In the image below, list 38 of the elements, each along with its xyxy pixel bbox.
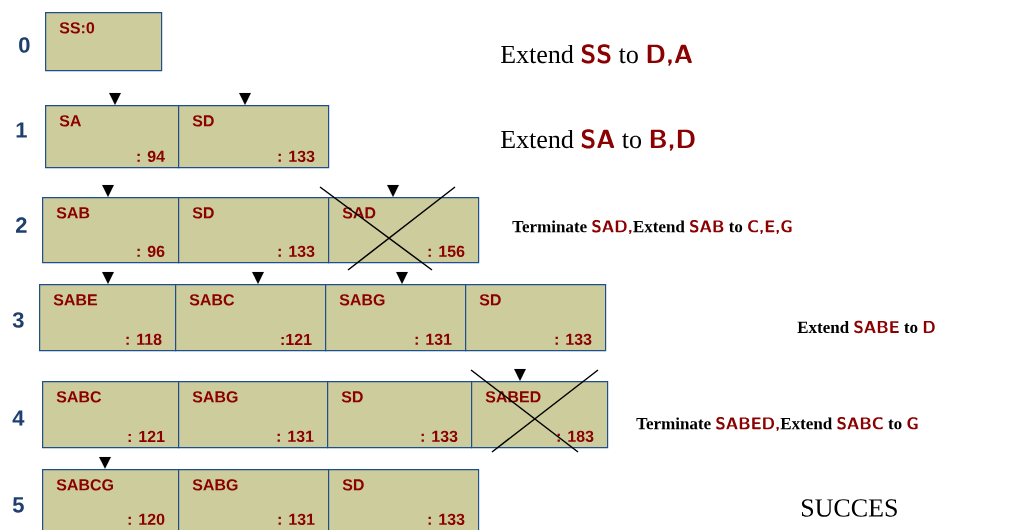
step-note: SUCCES bbox=[801, 499, 897, 517]
pointer-arrow bbox=[109, 92, 121, 105]
pointer-arrow bbox=[514, 368, 526, 381]
step-note: Terminate SAD,Extend SAB to C,E,G bbox=[512, 220, 792, 234]
step-note: Extend SS to D,A bbox=[500, 44, 692, 66]
cell: SABCG : 120 bbox=[42, 468, 180, 530]
cell: SS:0 bbox=[45, 12, 163, 72]
row-number: 2 bbox=[16, 217, 27, 233]
pointer-arrow bbox=[99, 456, 111, 469]
row-number: 3 bbox=[12, 312, 24, 328]
pointer-arrow bbox=[102, 271, 114, 284]
cell: SD : 133 bbox=[328, 468, 480, 530]
step-note: Terminate SABED,Extend SABC to G bbox=[636, 417, 918, 431]
row-number: 0 bbox=[19, 37, 30, 53]
cell: SABE : 118 bbox=[39, 284, 177, 352]
cell: SA : 94 bbox=[45, 105, 180, 169]
node-label: : 120 bbox=[128, 513, 165, 525]
row-number: 4 bbox=[12, 410, 25, 426]
cell: SD : 133 bbox=[327, 381, 473, 449]
cell: SD : 133 bbox=[465, 284, 607, 352]
cell: SABC :121 bbox=[175, 284, 327, 352]
pointer-arrow bbox=[239, 92, 251, 105]
cell: SABG : 131 bbox=[178, 381, 329, 449]
node-label: SABCG bbox=[56, 479, 113, 491]
pointer-arrow bbox=[252, 271, 264, 284]
pointer-arrow bbox=[396, 271, 408, 284]
cell: SD : 133 bbox=[178, 197, 330, 264]
step-note: Extend SA to B,D bbox=[500, 129, 695, 151]
pointer-arrow bbox=[387, 184, 399, 197]
cell: SAB : 96 bbox=[42, 197, 180, 264]
row-number: 5 bbox=[12, 497, 24, 513]
cell: SABC : 121 bbox=[42, 381, 180, 449]
cell: SABG : 131 bbox=[178, 468, 330, 530]
row-number: 1 bbox=[16, 122, 27, 138]
pointer-arrow bbox=[102, 184, 114, 197]
cell: SABG : 131 bbox=[325, 284, 467, 352]
cell: SD : 133 bbox=[178, 105, 330, 169]
step-note: Extend SABE to D bbox=[797, 320, 935, 334]
